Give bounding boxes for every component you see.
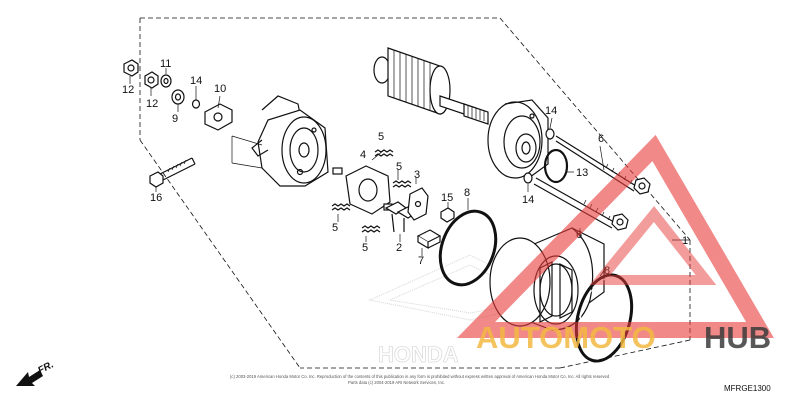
part-16-bolt xyxy=(149,157,196,188)
callout-8-left: 8 xyxy=(464,187,470,199)
rear-cover xyxy=(231,95,329,187)
part-1-yoke xyxy=(489,227,605,331)
callout-1: 1 xyxy=(682,235,688,247)
diagram-code: MFRGE1300 xyxy=(724,384,771,393)
part-4-brush-holder xyxy=(332,165,393,215)
copyright-notice: (c) 2003-2019 American Honda Motor Co. I… xyxy=(230,374,610,385)
callout-12-bottom: 12 xyxy=(146,98,158,110)
callout-11: 11 xyxy=(160,58,171,70)
front-arrow-icon xyxy=(16,370,43,386)
part-3-terminal xyxy=(407,187,429,221)
part-11-washer xyxy=(160,74,172,88)
part-12-nut-top xyxy=(123,59,139,77)
callout-10: 10 xyxy=(214,83,226,95)
watermark-text-secondary: HUB xyxy=(704,320,771,355)
copyright-line-2: Parts data (c) 2004-2019 ARI Network Ser… xyxy=(348,380,445,385)
callout-5-d: 5 xyxy=(362,242,368,254)
part-14-oring-bottom xyxy=(523,172,533,184)
callout-13: 13 xyxy=(576,167,588,179)
callout-3: 3 xyxy=(414,169,420,181)
armature xyxy=(373,47,489,125)
leader-lines xyxy=(129,68,607,277)
front-direction-label: FR. xyxy=(36,359,55,376)
callout-14-bottom: 14 xyxy=(522,194,534,206)
part-14-oring-top xyxy=(545,128,555,140)
callout-5-c: 5 xyxy=(332,222,338,234)
part-8-oring-left xyxy=(438,209,498,287)
part-12-nut-bottom xyxy=(144,71,159,89)
callout-9: 9 xyxy=(172,113,178,125)
callout-15: 15 xyxy=(441,192,453,204)
callout-14-top: 14 xyxy=(545,105,557,117)
callout-5-a: 5 xyxy=(378,131,384,143)
part-14-oring-left xyxy=(191,99,201,109)
honda-wing-logo: HONDA xyxy=(368,254,562,367)
part-5-spring-c xyxy=(331,203,351,211)
part-9-washer xyxy=(171,89,185,105)
part-5-spring-b xyxy=(392,180,412,188)
callout-5-b: 5 xyxy=(396,161,402,173)
callout-14-left: 14 xyxy=(190,75,202,87)
callout-6-top: 6 xyxy=(598,133,604,145)
honda-wordmark: HONDA xyxy=(378,342,459,367)
callout-16: 16 xyxy=(150,192,162,204)
automotohub-watermark: AUTOMOTO HUB xyxy=(456,134,774,355)
front-cover xyxy=(487,99,549,181)
callout-7: 7 xyxy=(418,255,424,267)
part-7-brush xyxy=(416,229,442,250)
copyright-line-1: (c) 2003-2019 American Honda Motor Co. I… xyxy=(230,374,610,379)
part-10-insulator xyxy=(204,103,233,131)
front-direction-indicator: FR. xyxy=(16,359,56,386)
callout-4: 4 xyxy=(360,149,366,161)
part-6-bolt-bottom xyxy=(533,177,629,231)
callout-2: 2 xyxy=(396,242,402,254)
part-5-spring-d xyxy=(361,225,381,233)
part-13-oring xyxy=(543,148,569,184)
part-15-screw xyxy=(440,207,455,223)
watermark-text-primary: AUTOMOTO xyxy=(476,320,656,355)
callout-12-top: 12 xyxy=(122,84,134,96)
